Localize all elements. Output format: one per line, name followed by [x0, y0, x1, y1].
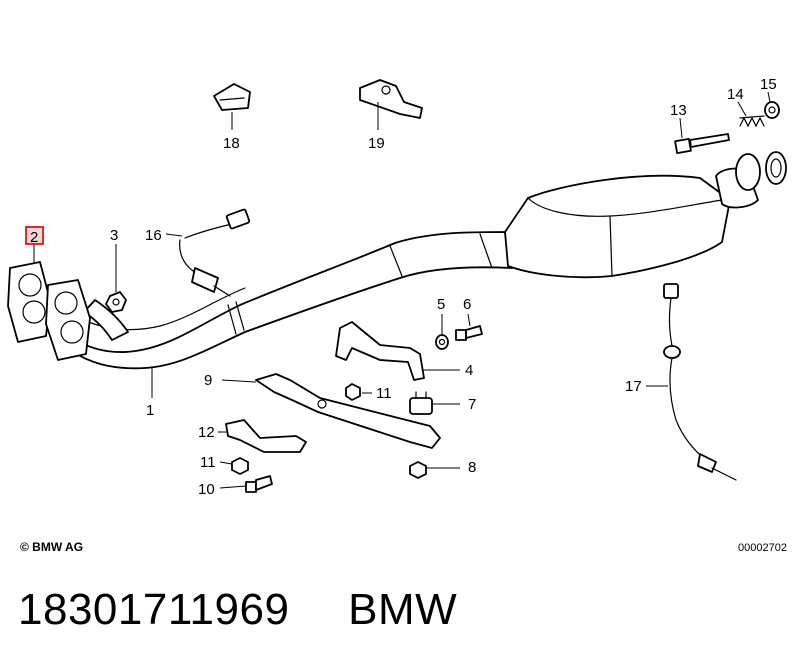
document-number: 00002702 [738, 542, 787, 554]
part-labels: 1 2 3 4 5 6 7 8 9 10 11 11 12 13 14 15 1… [30, 76, 777, 498]
clip-part [213, 83, 251, 111]
bolt-13 [674, 133, 730, 155]
label-7: 7 [468, 396, 476, 413]
label-6: 6 [463, 296, 471, 313]
label-2: 2 [30, 229, 38, 246]
label-16: 16 [145, 227, 162, 244]
label-10: 10 [198, 481, 215, 498]
caption: 18301711969 BMW [18, 585, 457, 635]
bracket-part [359, 79, 423, 119]
label-14: 14 [727, 86, 744, 103]
bracket-4 [335, 321, 425, 381]
label-11-lower: 11 [200, 454, 216, 471]
label-8: 8 [468, 459, 476, 476]
label-5: 5 [437, 296, 445, 313]
label-12: 12 [198, 424, 215, 441]
temperature-sensor-17 [663, 283, 737, 481]
label-15: 15 [760, 76, 777, 93]
label-1: 1 [146, 402, 154, 419]
nut-11-upper [345, 383, 361, 401]
bolt-6 [455, 325, 483, 341]
label-3: 3 [110, 227, 118, 244]
bolt-10 [245, 475, 273, 493]
nut-15 [764, 101, 780, 119]
flange-nut [105, 291, 127, 313]
highlight-box [25, 226, 44, 245]
label-19: 19 [368, 135, 385, 152]
label-11-upper: 11 [376, 385, 392, 402]
nut-11-lower [231, 457, 249, 475]
washer-5 [435, 334, 449, 350]
exhaust-gasket [7, 261, 91, 361]
label-4: 4 [465, 362, 473, 379]
part-number: 18301711969 [18, 585, 290, 634]
label-9: 9 [204, 372, 212, 389]
hanger-bracket-12 [225, 419, 307, 453]
label-13: 13 [670, 102, 687, 119]
spring-14 [739, 115, 765, 128]
catalytic-converter [504, 151, 787, 279]
hanger-bracket-9 [255, 373, 441, 449]
label-17: 17 [625, 378, 642, 395]
brand-name: BMW [348, 585, 458, 634]
label-18: 18 [223, 135, 240, 152]
nut-8 [409, 461, 427, 479]
rubber-mount-7 [409, 391, 433, 415]
leader-lines [33, 91, 771, 489]
oxygen-sensor [179, 208, 251, 297]
copyright-text: © BMW AG [20, 540, 84, 554]
